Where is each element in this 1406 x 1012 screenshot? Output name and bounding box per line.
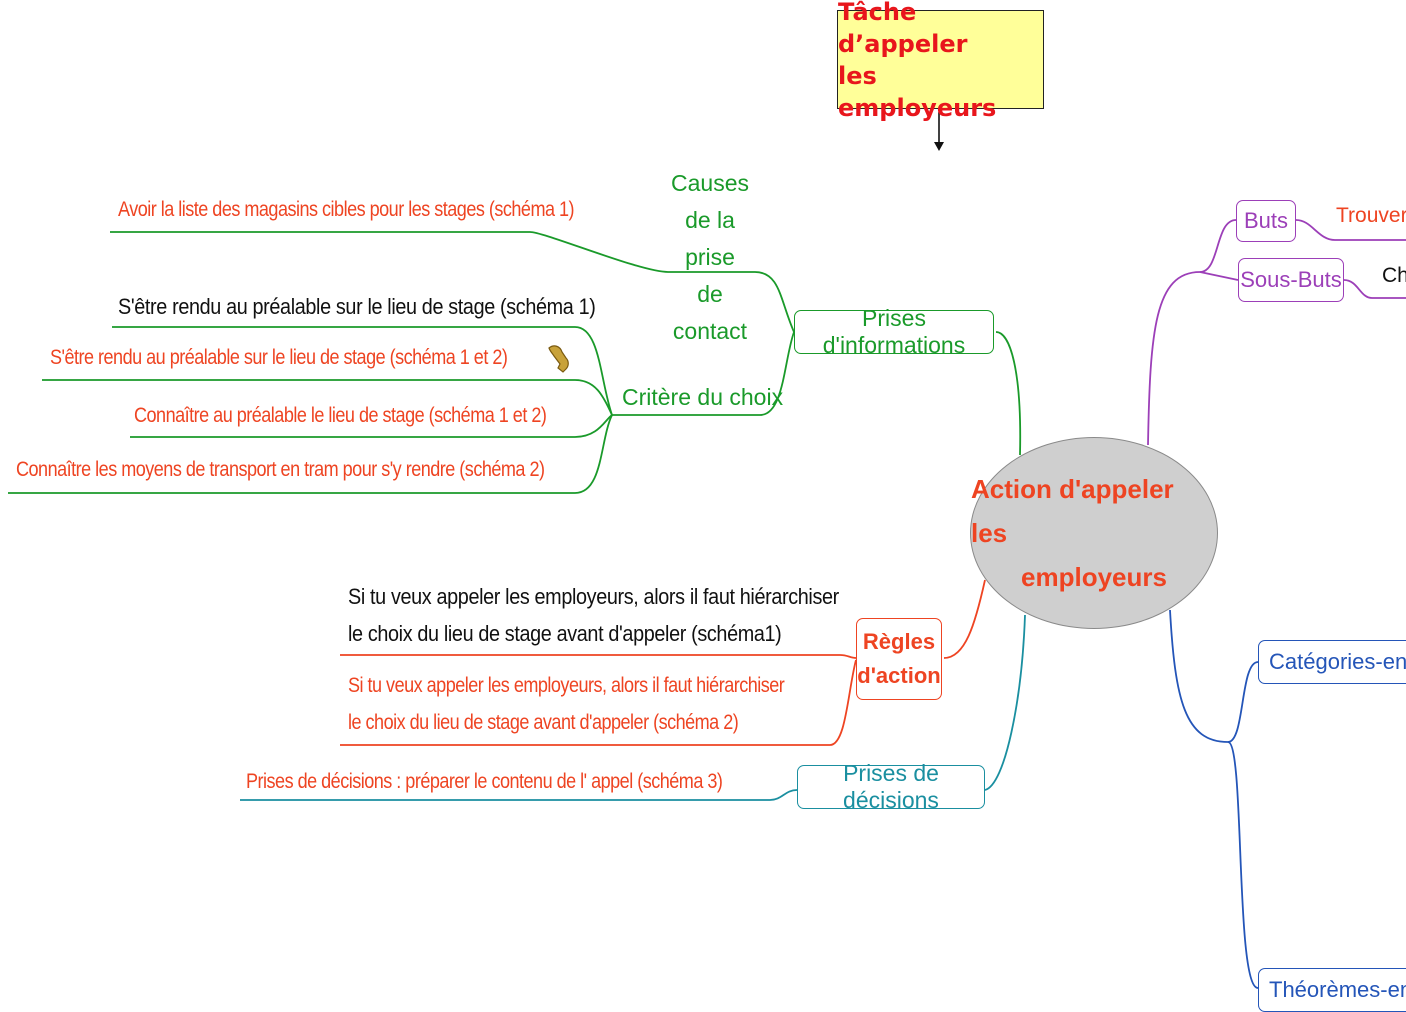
node-causes-line2: de la prise (685, 207, 735, 270)
leaf-regle-1-line1: Si tu veux appeler les employeurs, alors… (348, 584, 839, 609)
link-decisions-leaf (240, 789, 798, 801)
leaf-critere-4: Connaître les moyens de transport en tra… (16, 458, 545, 481)
leaf-critere-1: S'être rendu au préalable sur le lieu de… (118, 294, 596, 319)
task-title-line2: les employeurs (838, 61, 997, 122)
node-causes-line3: de contact (672, 281, 748, 344)
link-center-regles (943, 579, 986, 659)
task-title-box: Tâche d’appeler les employeurs (837, 0, 1044, 122)
node-regles-line2: d'action (857, 663, 941, 688)
link-causes-leaf (110, 231, 755, 273)
leaf-critere-3: Connaître au préalable le lieu de stage … (134, 404, 547, 427)
node-prises-decisions[interactable]: Prises de décisions (797, 760, 985, 813)
link-critere-leaf2 (42, 379, 613, 416)
central-node-line2: employeurs (1021, 562, 1167, 592)
link-center-blue (1169, 609, 1229, 743)
leaf-critere-2: S'être rendu au préalable sur le lieu de… (50, 346, 508, 369)
node-causes-line1: Causes (671, 170, 749, 196)
link-buts-leaf (1295, 219, 1406, 241)
link-critere-leaf3 (130, 414, 613, 438)
task-title-line1: Tâche d’appeler (838, 0, 968, 58)
leaf-buts: Trouver u (1336, 204, 1406, 227)
node-buts-label: Buts (1243, 208, 1289, 233)
node-prises-decisions-label: Prises de décisions (843, 760, 939, 813)
pointing-hand-icon (546, 342, 572, 376)
node-regles-line1: Règles (862, 629, 936, 654)
node-critere-du-choix[interactable]: Critère du choix (622, 384, 784, 410)
link-critere-leaf1 (112, 326, 613, 416)
task-arrow-head (934, 142, 944, 151)
link-critere-leaf4 (8, 414, 613, 494)
link-theoremes (1227, 741, 1259, 989)
node-prises-informations-label: Prises d'informations (822, 305, 966, 358)
node-regles-action[interactable]: Règles d'action (856, 618, 942, 700)
link-sous-buts-leaf (1343, 279, 1406, 299)
link-prises-critere (759, 331, 795, 416)
link-sous-buts (1199, 271, 1239, 281)
node-sous-buts[interactable]: Sous-Buts (1238, 258, 1344, 302)
link-regles-leaf2 (340, 659, 857, 746)
node-sous-buts-label: Sous-Buts (1240, 267, 1342, 292)
central-node-line1: Action d'appeler les (971, 474, 1174, 548)
central-node[interactable]: Action d'appeler les employeurs (970, 437, 1218, 629)
link-center-decisions (984, 614, 1026, 791)
leaf-causes: Avoir la liste des magasins cibles pour … (118, 198, 575, 221)
leaf-sous-buts: Ch (1382, 264, 1406, 287)
link-buts (1199, 219, 1237, 273)
link-center-buts (1147, 271, 1201, 446)
node-theoremes-label: Théorèmes-en-a (1269, 977, 1406, 1002)
node-prises-informations[interactable]: Prises d'informations (794, 305, 994, 358)
link-center-prises-info (995, 331, 1022, 456)
leaf-regle-2-line2: le choix du lieu de stage avant d'appele… (348, 711, 739, 734)
link-regles-leaf1 (340, 654, 857, 659)
node-buts[interactable]: Buts (1236, 200, 1296, 242)
node-theoremes[interactable]: Théorèmes-en-a (1258, 968, 1406, 1012)
node-categories-label: Catégories-en-ac (1269, 649, 1406, 674)
leaf-decisions: Prises de décisions : préparer le conten… (246, 770, 723, 793)
link-prises-causes (754, 271, 795, 333)
leaf-regle-2-line1: Si tu veux appeler les employeurs, alors… (348, 674, 785, 697)
node-causes[interactable]: Causes de la prise de contact (664, 165, 756, 350)
leaf-regle-1-line2: le choix du lieu de stage avant d'appele… (348, 621, 782, 646)
node-categories[interactable]: Catégories-en-ac (1258, 640, 1406, 684)
link-categories (1227, 661, 1259, 743)
